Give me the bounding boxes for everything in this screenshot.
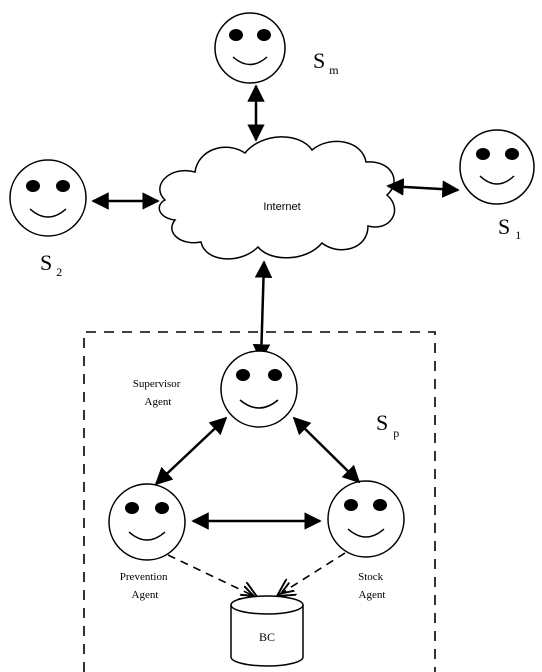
sp-boundary [83, 331, 436, 672]
arrow-internet-supervisor [252, 260, 273, 362]
internet-cloud: Internet [158, 136, 396, 260]
supervisor-agent-label: Supervisor Agent [133, 378, 183, 408]
internet-label: Internet [263, 201, 300, 213]
stock-agent-icon [327, 480, 405, 558]
prevention-agent-label: Prevention Agent [120, 571, 170, 601]
dashed-arrow-prevention-bc [167, 554, 258, 598]
stock-agent-label: Stock Agent [358, 571, 386, 601]
arrow-supervisor-stock [292, 416, 361, 484]
prevention-agent-icon [108, 483, 186, 561]
arrow-supervisor-prevention [154, 416, 228, 486]
smiley-s2-icon [9, 159, 87, 237]
dashed-arrow-stock-bc [277, 552, 346, 596]
supervisor-agent-icon [220, 350, 298, 428]
database-icon [230, 595, 304, 667]
database-label: BC [259, 630, 275, 644]
smiley-s1-icon [459, 129, 535, 205]
arrow-internet-s1 [386, 178, 460, 198]
smiley-sm-icon [214, 12, 286, 84]
